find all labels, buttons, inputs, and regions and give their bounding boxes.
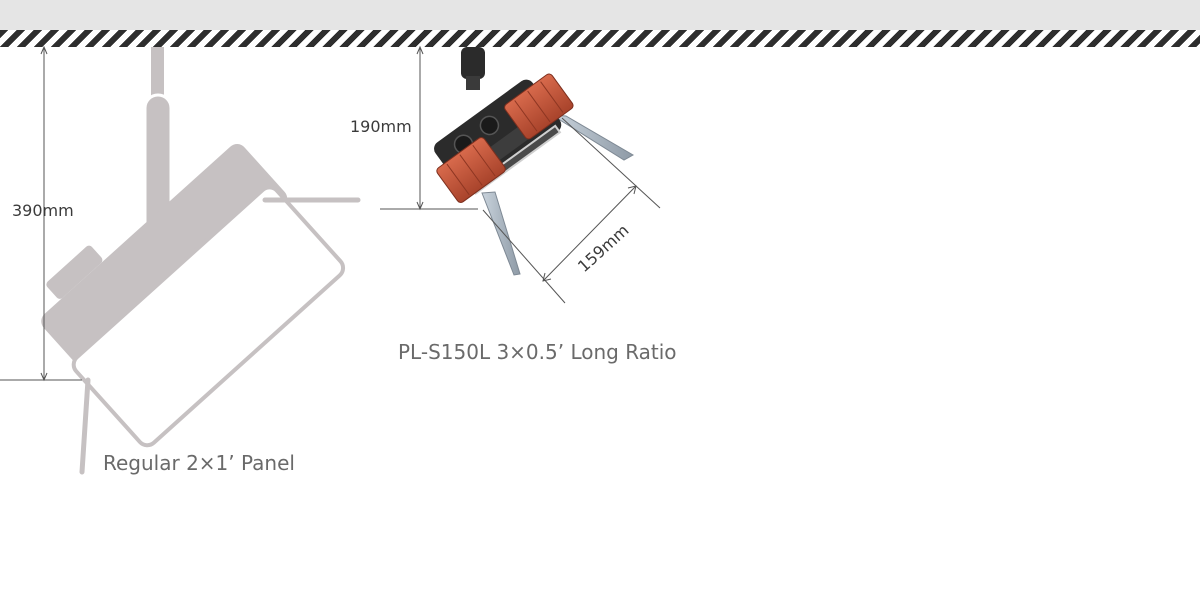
- long-ratio-depth-label: 159mm: [574, 221, 633, 276]
- long-ratio-barndoor-bottom: [481, 191, 521, 276]
- long-ratio-height-label: 190mm: [350, 117, 412, 136]
- regular-panel-back-housing: [41, 144, 288, 376]
- regular-panel-stem: [151, 47, 164, 107]
- regular-panel-drawing: [41, 47, 361, 475]
- regular-panel-height-label: 390mm: [12, 201, 74, 220]
- long-ratio-caption: PL-S150L 3×0.5’ Long Ratio: [398, 340, 677, 364]
- long-ratio-knob-2: [479, 115, 500, 136]
- long-ratio-depth-dimension: [482, 117, 661, 304]
- regular-panel-height-dimension: [0, 45, 82, 382]
- long-ratio-barndoor-top: [551, 114, 635, 161]
- regular-panel-barndoor-bottom: [79, 377, 91, 475]
- regular-panel-handle: [46, 245, 103, 299]
- regular-panel-caption: Regular 2×1’ Panel: [103, 451, 295, 475]
- long-ratio-panel-drawing: [434, 47, 635, 276]
- regular-panel-front-face: [71, 185, 346, 448]
- long-ratio-height-dimension: [380, 45, 478, 211]
- ceiling-bar: [0, 0, 1200, 30]
- long-ratio-mount: [461, 47, 485, 79]
- ceiling-hatch: [0, 30, 1200, 47]
